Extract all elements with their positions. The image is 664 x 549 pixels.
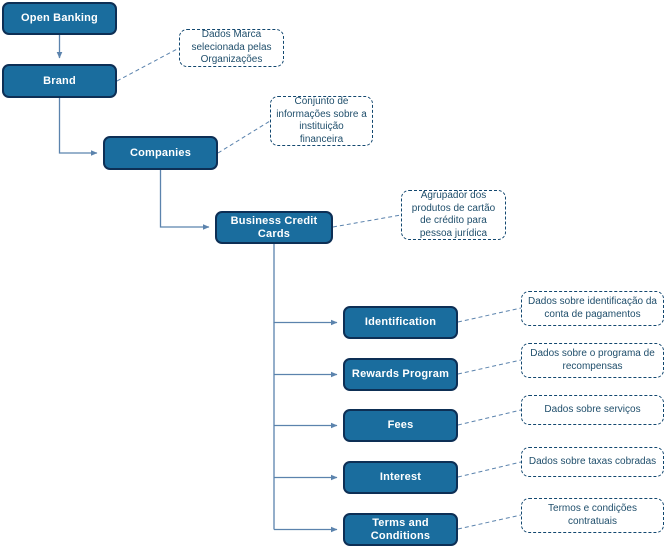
- node-companies[interactable]: Companies: [103, 136, 218, 170]
- node-label: Fees: [387, 419, 414, 432]
- node-brand[interactable]: Brand: [2, 64, 117, 98]
- connector-brand-to-note: [116, 47, 180, 82]
- node-identification[interactable]: Identification: [343, 306, 458, 339]
- connector-terms-to-note: [457, 514, 522, 530]
- node-business-credit-cards[interactable]: Business Credit Cards: [215, 211, 333, 244]
- node-open-banking[interactable]: Open Banking: [2, 2, 117, 35]
- connector-fees-to-note: [457, 409, 522, 426]
- annotation-text: Termos e condições contratuais: [548, 503, 637, 527]
- connector-companies-to-bcc: [159, 170, 210, 230]
- annotation-note-companies: Conjunto de informações sobre a institui…: [270, 96, 373, 146]
- connector-interest-to-note: [457, 461, 522, 478]
- node-interest[interactable]: Interest: [343, 461, 458, 494]
- annotation-note-rewards: Dados sobre o programa de recompensas: [521, 343, 664, 378]
- connector-identification-to-note: [457, 307, 522, 323]
- node-label: Terms and Conditions: [370, 516, 431, 542]
- annotation-note-fees: Dados sobre serviços: [521, 395, 664, 425]
- annotation-note-brand: Dados Marca selecionada pelas Organizaçõ…: [179, 29, 284, 67]
- connector-bcc-to-note: [332, 214, 402, 228]
- node-label: Companies: [129, 146, 192, 159]
- annotation-text: Agrupador dos produtos de cartão de créd…: [411, 190, 496, 239]
- connector-rewards-to-note: [457, 359, 522, 375]
- node-label: Brand: [43, 74, 76, 87]
- annotation-text: Dados sobre identificação da conta de pa…: [528, 296, 657, 320]
- node-label: Business Credit Cards: [230, 214, 318, 240]
- node-label: Open Banking: [21, 12, 98, 25]
- connector-bcc-to-identification: [273, 244, 338, 326]
- annotation-note-terms: Termos e condições contratuais: [521, 498, 664, 533]
- annotation-text: Conjunto de informações sobre a institui…: [276, 96, 367, 145]
- annotation-note-identification: Dados sobre identificação da conta de pa…: [521, 291, 664, 326]
- node-fees[interactable]: Fees: [343, 409, 458, 442]
- node-rewards-program[interactable]: Rewards Program: [343, 358, 458, 391]
- node-label: Rewards Program: [351, 368, 450, 381]
- node-label: Identification: [364, 316, 437, 329]
- annotation-text: Dados sobre o programa de recompensas: [530, 348, 655, 372]
- node-terms-and-conditions[interactable]: Terms and Conditions: [343, 513, 458, 546]
- annotation-text: Dados sobre taxas cobradas: [528, 455, 657, 467]
- node-label: Interest: [379, 471, 422, 484]
- annotation-text: Dados sobre serviços: [544, 403, 641, 415]
- annotation-text: Dados Marca selecionada pelas Organizaçõ…: [191, 29, 272, 66]
- connector-companies-to-note: [217, 120, 271, 154]
- annotation-note-interest: Dados sobre taxas cobradas: [521, 447, 664, 477]
- annotation-note-bcc: Agrupador dos produtos de cartão de créd…: [401, 190, 506, 240]
- connector-brand-to-companies: [58, 98, 98, 156]
